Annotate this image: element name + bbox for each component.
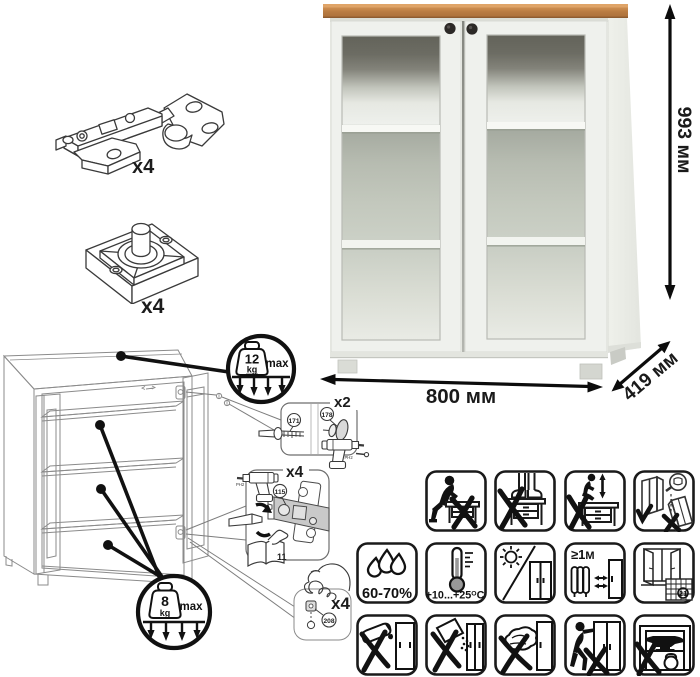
svg-text:≥1M: ≥1M <box>571 547 595 562</box>
svg-text:max: max <box>265 358 289 370</box>
svg-text:x4: x4 <box>286 464 304 481</box>
svg-text:max: max <box>179 601 203 613</box>
svg-text:x4: x4 <box>331 594 350 613</box>
svg-text:171: 171 <box>288 418 299 425</box>
svg-text:208: 208 <box>323 618 334 625</box>
svg-text:993 мм: 993 мм <box>673 107 695 174</box>
svg-text:+10...+25OC: +10...+25OC <box>426 590 485 602</box>
svg-text:kg: kg <box>247 365 258 375</box>
svg-text:8: 8 <box>161 593 169 609</box>
svg-text:21: 21 <box>679 589 687 598</box>
svg-text:115: 115 <box>275 489 286 496</box>
svg-text:PH2: PH2 <box>345 455 354 460</box>
svg-text:11: 11 <box>277 552 287 562</box>
svg-text:PH2: PH2 <box>236 482 245 487</box>
svg-text:x2: x2 <box>334 394 351 411</box>
svg-text:800 мм: 800 мм <box>426 385 496 408</box>
svg-text:12: 12 <box>245 352 259 367</box>
svg-text:178: 178 <box>321 412 332 419</box>
svg-text:kg: kg <box>160 608 171 618</box>
svg-text:60-70%: 60-70% <box>362 586 412 602</box>
